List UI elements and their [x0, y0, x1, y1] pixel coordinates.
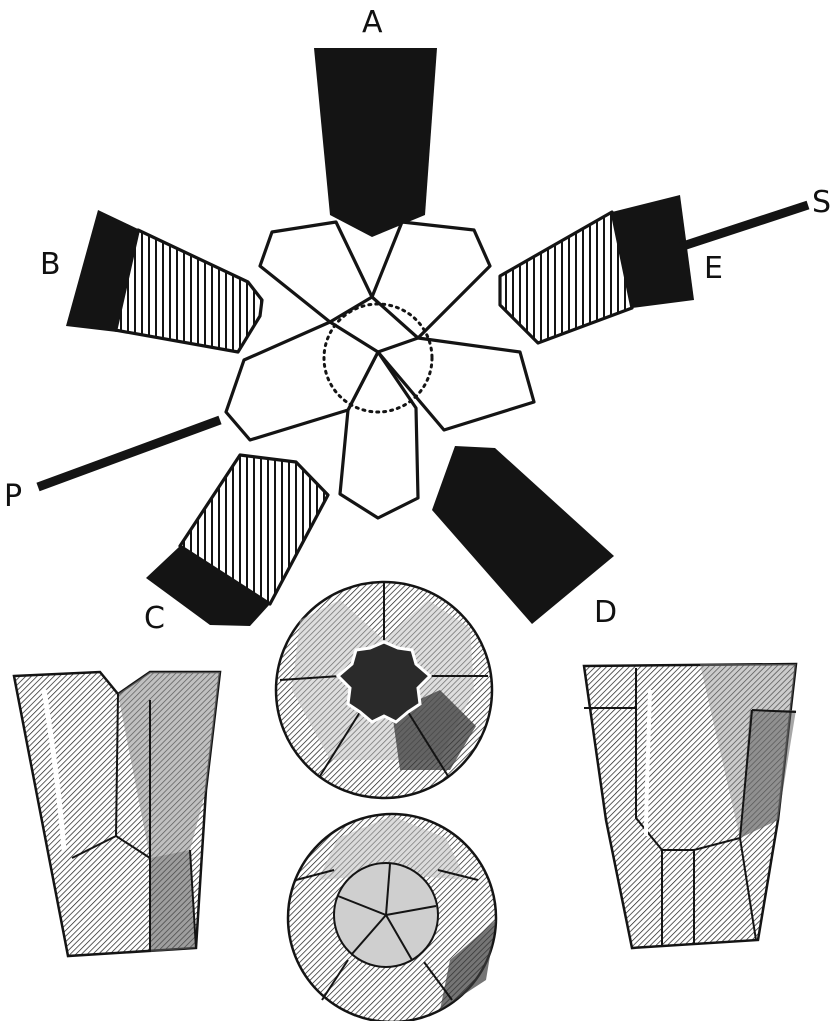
cup-top-view: [276, 582, 492, 798]
rod-p: [38, 420, 220, 487]
exploded-plate-diagram: A B C D E P S: [4, 5, 831, 636]
label-p: P: [4, 479, 22, 514]
label-d: D: [594, 595, 617, 630]
base-plate-upper-right: [372, 222, 490, 338]
plate-a: [314, 48, 437, 237]
label-e: E: [704, 251, 723, 286]
rod-s: [680, 205, 808, 247]
cup-side-view-right: [584, 664, 796, 948]
plate-c: [146, 455, 328, 626]
cup-side-view-left: [14, 672, 220, 956]
plate-d: [432, 446, 614, 624]
label-s: S: [812, 185, 831, 220]
label-c: C: [144, 601, 165, 636]
label-a: A: [362, 5, 383, 40]
plate-e: [500, 195, 694, 343]
plate-b: [66, 210, 262, 352]
base-plate-upper-left: [260, 222, 372, 322]
cup-bottom-view: [288, 814, 496, 1021]
label-b: B: [40, 247, 61, 282]
